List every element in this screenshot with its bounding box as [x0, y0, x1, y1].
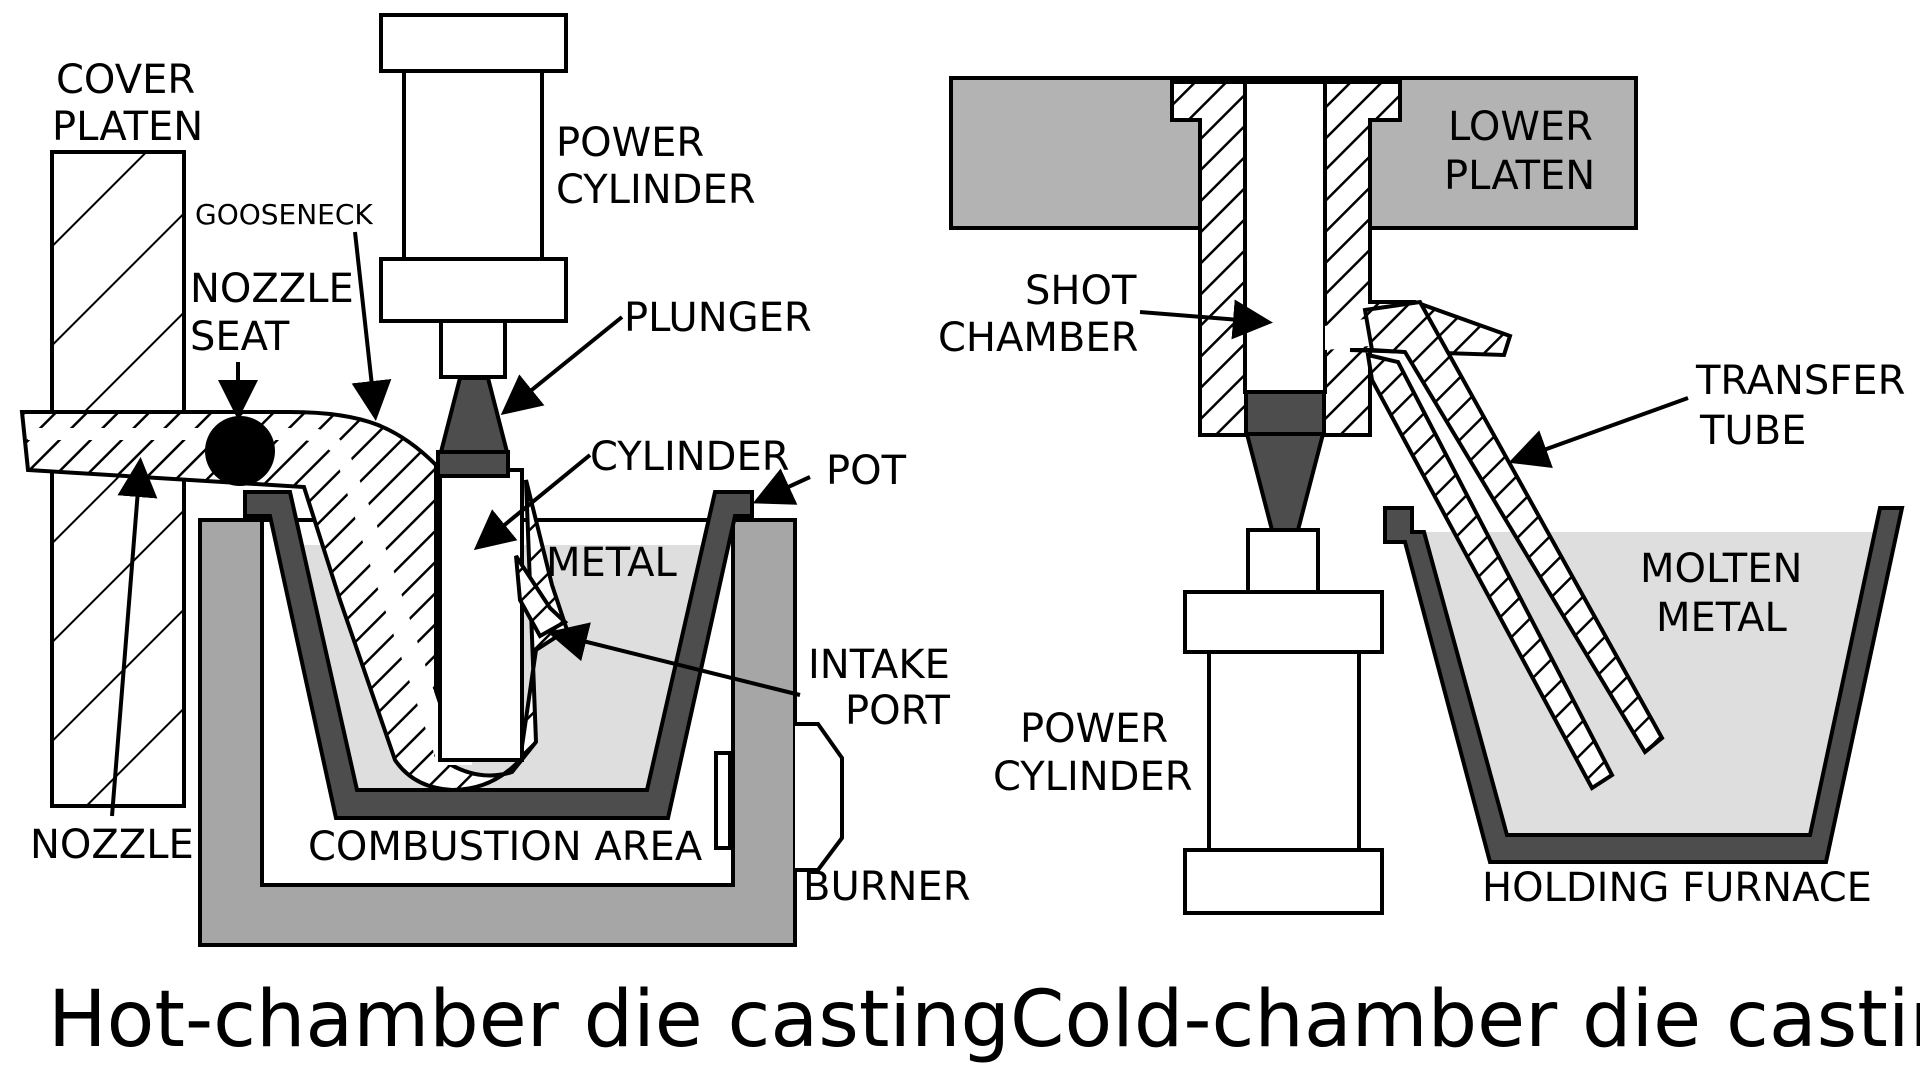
- shot-chamber-label-2: CHAMBER: [938, 315, 1138, 361]
- intake-port-label-1: INTAKE: [808, 642, 950, 688]
- power-cylinder-base: [379, 257, 568, 323]
- nozzle-bore: [28, 428, 472, 765]
- lower-platen-label-1: LOWER: [1448, 104, 1593, 150]
- cold-piston-rod: [1246, 528, 1320, 594]
- shot-chamber-inlet: [1325, 318, 1370, 350]
- gooseneck-label: GOOSENECK: [195, 198, 373, 231]
- cold-power-cylinder-top: [1183, 590, 1384, 654]
- shot-chamber-bore: [1243, 80, 1327, 394]
- intake-port-arrow: [547, 622, 801, 697]
- nozzle-arrow: [110, 457, 158, 817]
- nozzle-seat-label-1: NOZZLE: [190, 266, 354, 312]
- shot-chamber-arrow: [1139, 299, 1273, 340]
- burner: [714, 751, 732, 850]
- intake-port-label-2: PORT: [845, 688, 950, 734]
- nozzle-seat: [205, 416, 275, 486]
- nozzle-label: NOZZLE: [30, 822, 194, 868]
- hot-chamber-title: Hot-chamber die casting: [48, 975, 1010, 1065]
- transfer-tube-label-2: TUBE: [1699, 408, 1806, 454]
- cover-platen-label-2: PLATEN: [52, 104, 203, 150]
- holding-furnace-label: HOLDING FURNACE: [1482, 865, 1872, 911]
- cold-plunger: [1244, 432, 1326, 532]
- cover-platen-label-1: COVER: [56, 57, 195, 103]
- nozzle-seat-label-2: SEAT: [190, 314, 290, 360]
- cold-plunger-head: [1244, 390, 1326, 436]
- burner-label: BURNER: [803, 864, 971, 910]
- plunger-label: PLUNGER: [624, 295, 812, 341]
- cold-power-cylinder-label-1: POWER: [1020, 706, 1168, 752]
- plunger-arrow: [500, 315, 624, 416]
- cold-power-cylinder-base: [1183, 848, 1384, 915]
- power-cylinder-body: [402, 69, 544, 261]
- transfer-tube: [1362, 299, 1665, 791]
- cylinder-label: CYLINDER: [590, 434, 790, 480]
- shot-chamber-label-1: SHOT: [1025, 268, 1137, 314]
- power-cylinder-cap: [379, 13, 568, 73]
- power-cylinder-label-2: CYLINDER: [556, 167, 756, 213]
- burner-housing: [795, 722, 844, 872]
- molten-metal-label-2: METAL: [1656, 595, 1787, 641]
- hot-chamber-diagram: COVER PLATEN GOOSENECK NOZZLE SEAT POWER…: [19, 13, 1010, 1065]
- transfer-tube-arrow: [1508, 396, 1689, 468]
- gooseneck-arrow: [351, 231, 392, 421]
- pot-label: POT: [826, 448, 907, 494]
- transfer-tube-label-1: TRANSFER: [1695, 358, 1905, 404]
- power-cylinder-label-1: POWER: [556, 120, 704, 166]
- lower-platen-label-2: PLATEN: [1444, 153, 1595, 199]
- plunger-head: [436, 450, 510, 478]
- pot: [243, 490, 754, 820]
- holding-furnace: [1383, 506, 1905, 864]
- furnace-body: [198, 518, 797, 947]
- piston-rod: [439, 319, 507, 379]
- cold-chamber-diagram: LOWER PLATEN SHOT CHAMBER TRANSFER TUBE …: [938, 76, 1920, 1065]
- cylinder-arrow: [473, 453, 592, 551]
- cold-power-cylinder-body: [1207, 650, 1361, 852]
- cold-power-cylinder-label-2: CYLINDER: [993, 754, 1193, 800]
- combustion-area-label: COMBUSTION AREA: [308, 824, 703, 870]
- molten-metal-label-1: MOLTEN: [1640, 546, 1802, 592]
- metal-label: METAL: [546, 540, 677, 586]
- plunger: [438, 376, 510, 454]
- cylinder-bore: [438, 468, 524, 762]
- pot-arrow: [752, 468, 811, 505]
- cold-chamber-title: Cold-chamber die casting: [1010, 975, 1920, 1065]
